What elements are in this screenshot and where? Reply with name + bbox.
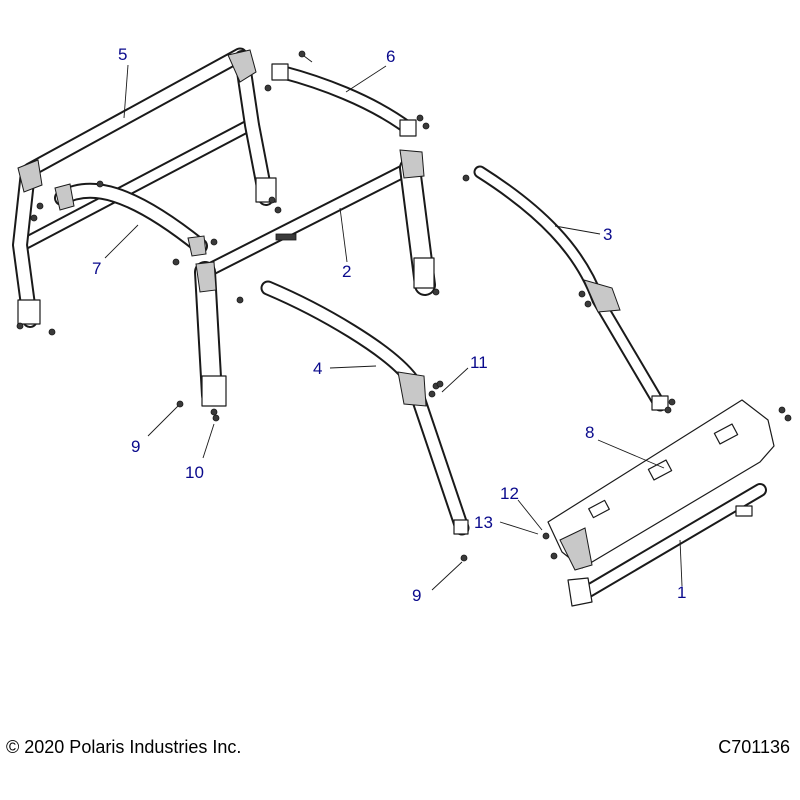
part-7-center-bar [54,180,218,266]
callout-4: 4 [313,359,322,378]
part-3-right-bar [462,165,676,414]
figure-id: C701136 [718,737,790,757]
part-6-upper-bar [264,50,430,137]
callout-10: 10 [185,463,204,482]
loose-hardware [176,380,792,562]
callout-8: 8 [585,423,594,442]
callout-13: 13 [474,513,493,532]
callout-9-bottom: 9 [412,586,421,605]
callout-11: 11 [470,353,488,372]
part-1-lower-tube [567,483,767,607]
leader-lines [104,64,683,591]
callout-labels: 5 6 3 7 2 4 11 8 9 10 12 13 9 1 [92,45,686,605]
callout-7: 7 [92,259,101,278]
part-8-panel [547,399,775,571]
callout-1: 1 [677,583,686,602]
callout-3: 3 [603,225,612,244]
callout-5: 5 [118,45,127,64]
callout-6: 6 [386,47,395,66]
callout-12: 12 [500,484,519,503]
part-5-rear-frame [12,47,282,336]
callout-9-left: 9 [131,437,140,456]
part-2-main-hoop [194,149,440,416]
copyright-notice: © 2020 Polaris Industries Inc. [6,737,242,757]
part-4-center-bar [260,280,470,536]
callout-2: 2 [342,262,351,281]
